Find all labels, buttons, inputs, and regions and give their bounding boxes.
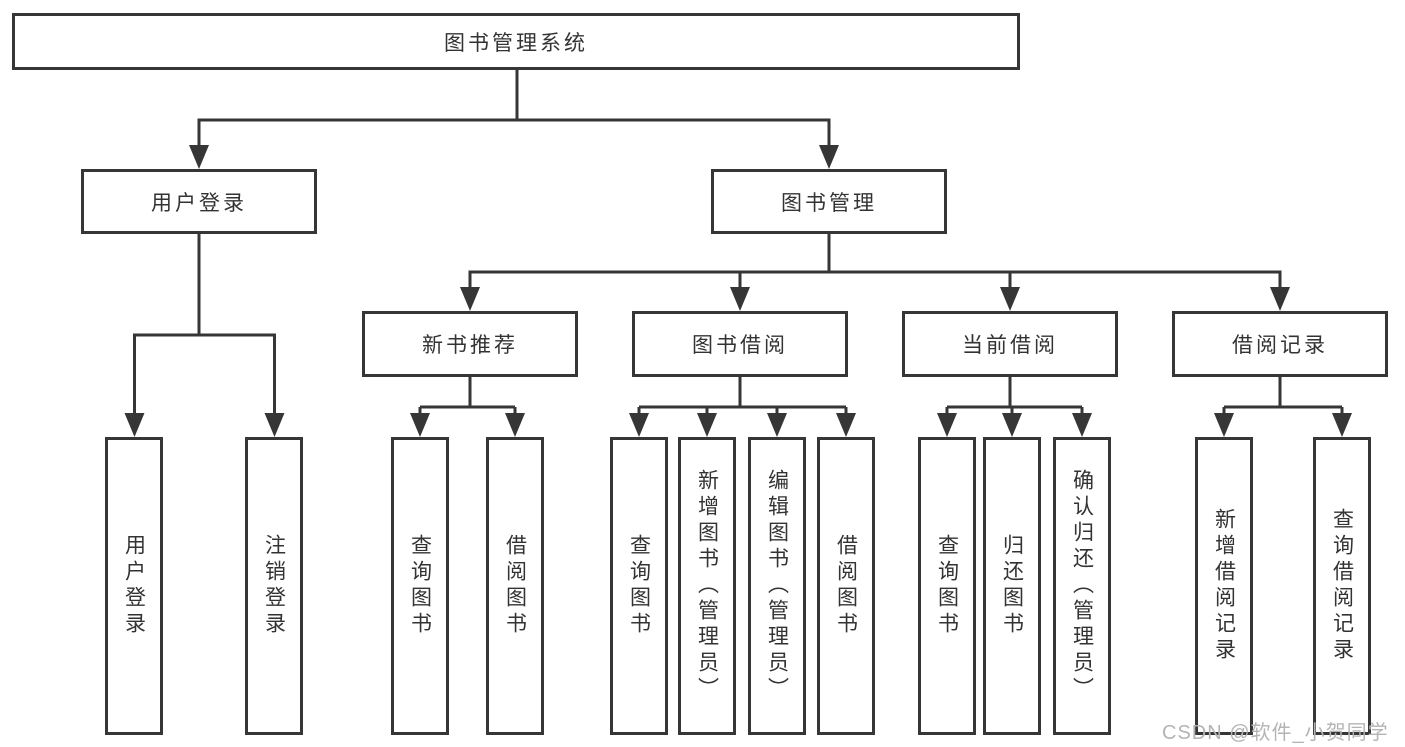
leaf-records-add-record-label: 新增借阅记录 [1212,508,1236,664]
leaf-records-query-record-label: 查询借阅记录 [1330,508,1354,664]
node-new-book-recommend-label: 新书推荐 [422,334,518,357]
leaf-records-add-record: 新增借阅记录 [1195,437,1253,735]
node-book-management: 图书管理 [711,169,947,234]
csdn-watermark: CSDN @软件_小贺同学 [1162,722,1389,744]
leaf-current-query-books-label: 查询图书 [935,534,959,638]
node-user-login-label: 用户登录 [151,191,247,215]
node-borrow-records: 借阅记录 [1172,311,1388,377]
leaf-logout: 注销登录 [245,437,303,735]
leaf-user-login-label: 用户登录 [122,534,146,638]
leaf-newbook-borrow-books: 借阅图书 [486,437,544,735]
leaf-current-confirm-return-admin: 确认归还（管理员） [1053,437,1111,735]
node-current-borrow-label: 当前借阅 [962,334,1058,357]
leaf-current-return-books: 归还图书 [983,437,1041,735]
leaf-user-login: 用户登录 [105,437,163,735]
leaf-newbook-query-books-label: 查询图书 [408,534,432,638]
leaf-borrow-add-books-admin-label: 新增图书（管理员） [695,469,719,703]
leaf-records-query-record: 查询借阅记录 [1313,437,1371,735]
node-user-login: 用户登录 [81,169,317,234]
leaf-borrow-borrow-books: 借阅图书 [817,437,875,735]
leaf-borrow-edit-books-admin-label: 编辑图书（管理员） [765,469,789,703]
leaf-newbook-query-books: 查询图书 [391,437,449,735]
node-current-borrow: 当前借阅 [902,311,1118,377]
leaf-borrow-add-books-admin: 新增图书（管理员） [678,437,736,735]
node-book-borrow-label: 图书借阅 [692,334,788,357]
node-borrow-records-label: 借阅记录 [1232,334,1328,357]
node-new-book-recommend: 新书推荐 [362,311,578,377]
leaf-current-return-books-label: 归还图书 [1000,534,1024,638]
node-root-label: 图书管理系统 [444,31,588,55]
leaf-newbook-borrow-books-label: 借阅图书 [503,534,527,638]
leaf-logout-label: 注销登录 [262,534,286,638]
node-book-borrow: 图书借阅 [632,311,848,377]
leaf-borrow-query-books-label: 查询图书 [627,534,651,638]
node-root-system: 图书管理系统 [12,13,1020,70]
arrowheads [124,145,1352,437]
leaf-borrow-borrow-books-label: 借阅图书 [834,534,858,638]
leaf-current-query-books: 查询图书 [918,437,976,735]
leaf-borrow-edit-books-admin: 编辑图书（管理员） [748,437,806,735]
leaf-borrow-query-books: 查询图书 [610,437,668,735]
node-book-management-label: 图书管理 [781,191,877,215]
leaf-current-confirm-return-admin-label: 确认归还（管理员） [1070,469,1094,703]
